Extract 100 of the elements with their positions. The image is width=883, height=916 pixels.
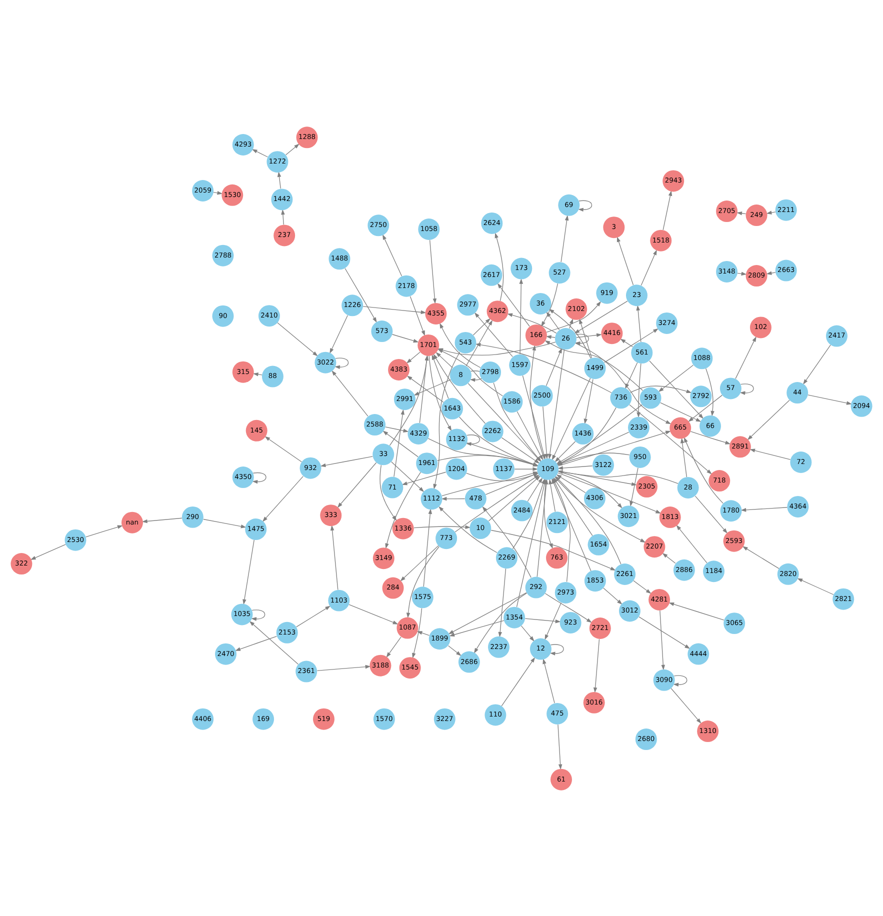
arrow <box>640 249 657 286</box>
arrow <box>579 318 592 358</box>
arrow <box>604 328 659 362</box>
arrow <box>251 609 266 620</box>
arrow <box>235 635 277 650</box>
arrow <box>430 239 437 304</box>
arrow <box>501 656 536 706</box>
arrow <box>546 311 560 330</box>
arrow <box>737 271 747 276</box>
arrow <box>330 314 348 354</box>
arrow <box>386 636 402 658</box>
arrow <box>660 610 666 670</box>
arrow <box>554 440 576 462</box>
arrow <box>466 434 480 446</box>
arrow <box>560 214 569 262</box>
arrow <box>735 336 756 378</box>
arrow <box>348 604 398 624</box>
arrow <box>750 448 791 460</box>
arrow <box>546 300 602 332</box>
arrow <box>296 605 331 627</box>
arrow <box>558 470 637 486</box>
arrow <box>414 524 471 529</box>
arrow <box>593 638 600 692</box>
arrow <box>86 524 123 537</box>
arrow <box>552 377 591 460</box>
arrow <box>441 496 466 500</box>
arrow <box>468 382 542 462</box>
arrow <box>501 436 540 464</box>
arrow <box>412 607 422 658</box>
arrow <box>694 495 728 534</box>
arrow <box>638 616 690 648</box>
arrow <box>332 370 368 416</box>
arrow <box>466 319 493 366</box>
arrow <box>470 370 484 382</box>
arrow <box>277 171 282 188</box>
arrow <box>252 472 266 484</box>
arrow <box>556 474 586 493</box>
arrow <box>337 462 377 508</box>
arrow <box>334 357 349 369</box>
arrow <box>203 518 246 528</box>
arrow <box>362 306 426 314</box>
arrow <box>766 270 776 274</box>
arrow <box>808 394 852 404</box>
arrow <box>578 200 592 212</box>
arrow <box>680 437 687 477</box>
arrow <box>400 544 439 581</box>
arrow <box>385 426 409 432</box>
arrow <box>662 190 672 230</box>
arrow <box>662 552 676 564</box>
arrow <box>630 466 638 506</box>
arrow <box>544 602 562 640</box>
arrow <box>522 374 546 460</box>
arrow <box>530 344 545 459</box>
arrow <box>576 332 602 338</box>
arrow <box>548 348 565 459</box>
arrow <box>252 372 262 376</box>
arrow <box>603 587 622 604</box>
arrow <box>633 580 652 594</box>
arrow <box>676 524 708 563</box>
arrow <box>406 375 444 402</box>
arrow <box>668 602 724 620</box>
arrow <box>766 210 776 214</box>
arrow <box>264 436 302 462</box>
arrow <box>344 268 377 322</box>
arrow <box>742 546 780 568</box>
arrow <box>514 466 538 471</box>
arrow <box>410 296 425 336</box>
arrow <box>406 546 440 618</box>
arrow <box>690 430 731 444</box>
arrow <box>803 344 831 384</box>
arrow <box>390 460 424 492</box>
arrow <box>557 470 678 484</box>
arrow <box>493 382 542 462</box>
arrow <box>649 360 704 418</box>
arrow <box>520 625 534 641</box>
arrow <box>616 236 634 285</box>
arrow <box>550 644 564 655</box>
arrow <box>558 465 593 470</box>
arrow <box>574 300 628 334</box>
arrow <box>574 333 589 345</box>
arrow <box>320 456 373 467</box>
arrow <box>575 342 672 424</box>
arrow <box>706 368 714 416</box>
arrow <box>584 378 594 424</box>
arrow <box>402 471 446 485</box>
arrow <box>30 544 66 560</box>
arrow <box>485 472 539 494</box>
arrow <box>673 674 688 686</box>
arrow <box>281 208 285 224</box>
arrow <box>546 347 562 386</box>
arrow <box>277 322 318 356</box>
arrow <box>482 506 532 578</box>
arrow <box>213 190 223 194</box>
arrow <box>252 148 268 157</box>
arrow <box>286 143 300 155</box>
arrow <box>380 464 397 520</box>
arrow <box>558 724 562 770</box>
arrow <box>558 472 662 514</box>
arrow <box>472 318 491 335</box>
arrow <box>262 476 304 522</box>
